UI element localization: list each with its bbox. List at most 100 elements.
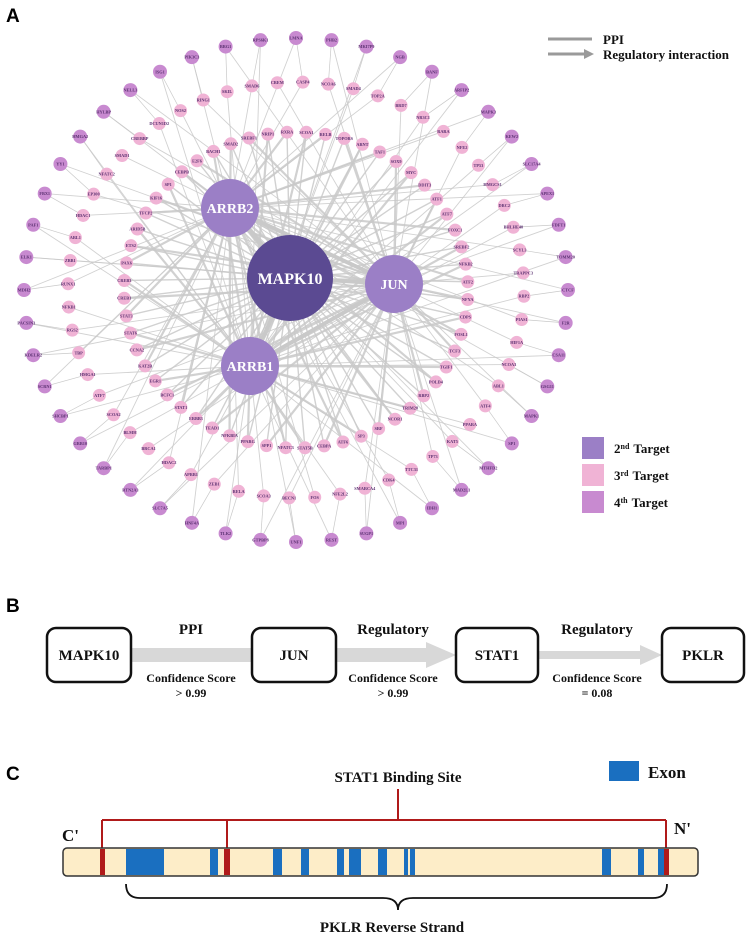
network-node-label: ATF7 [94,393,105,398]
network-node-label: NOS2 [175,108,186,113]
hub-node-mapk10 [247,235,333,321]
network-node-middle [63,254,77,268]
network-node-label: PAF1 [28,222,38,227]
network-node-label: HYLBP [96,109,111,114]
network-node-inner [440,207,454,221]
edge-score-label-1: Confidence Score [146,671,236,685]
network-node-middle [196,93,210,107]
network-edge [60,163,94,195]
network-edge [452,441,489,469]
network-node-outer [551,348,566,363]
network-edge [72,283,395,331]
network-node-outer [53,157,68,171]
network-node-middle [81,368,95,382]
fourth-target-swatch [582,491,604,513]
network-edge [191,207,231,523]
network-node-label: NFKB2 [459,262,473,267]
network-node-label: APEX1 [540,191,554,196]
edge-score-value-3: = 0.08 [582,686,613,700]
network-node-outer [289,31,303,45]
network-node-inner [161,177,175,191]
network-node-inner [458,310,472,324]
strand-left-end: C' [62,826,79,845]
network-edge [68,306,251,367]
network-node-label: RPS6K1 [253,38,269,43]
ppi-edge-band [130,648,252,662]
network-node-middle [257,489,271,503]
network-node-inner [448,344,462,358]
network-node-label: TTC31 [405,467,418,472]
second-target-node-jun [365,255,423,313]
network-node-label: BLMH [123,430,137,435]
network-node-middle [184,468,198,482]
network-node-inner [461,292,475,306]
network-node-middle [92,388,106,402]
second-target-node-arrb1 [221,337,279,395]
network-node-outer [481,104,496,119]
network-node-middle [107,408,121,422]
network-node-label: MAPK1 [524,414,539,419]
network-node-label: RING1 [197,97,210,102]
network-node-middle [87,187,101,201]
network-edge [167,183,252,367]
network-node-label: CDPS [460,315,472,320]
binding-site-label: STAT1 Binding Site [335,770,462,786]
regulatory-legend-arrowhead [584,49,594,59]
network-node-inner [280,125,294,139]
network-node-label: STAT5B [297,445,313,450]
network-node-inner [206,144,220,158]
third-target-swatch [582,464,604,486]
network-node-label: TARBP1 [95,466,111,471]
network-node-outer [218,526,233,541]
network-node-label: RUNX1 [61,281,76,286]
network-edge [136,228,251,367]
network-node-inner [148,374,162,388]
network-node-label: SREBF2 [453,244,469,249]
pathway-node-box-stat1 [454,626,540,684]
network-node-label: FOS [311,495,320,500]
network-node-label: TOMM20 [556,255,575,260]
network-node-label: MPI [396,520,405,525]
network-node-middle [282,491,296,505]
network-node-outer [184,515,199,530]
binding-site-markers [100,849,669,875]
network-edge [130,462,170,491]
network-node-inner [139,206,153,220]
second-target-swatch [582,437,604,459]
network-node-inner [174,400,188,414]
network-node-middle [245,79,259,93]
network-edge [249,256,566,367]
network-node-label: TRIM28 [402,406,418,411]
network-node-middle [115,148,129,162]
regulatory-edge-band-2 [538,651,642,659]
network-node-inner [439,360,453,374]
network-edge [229,37,297,209]
network-edge [377,57,401,96]
network-node-label: TEAD1 [205,425,219,430]
network-edge [251,40,261,86]
binding-site-marker [664,849,669,875]
network-node-outer [481,461,496,476]
network-edge [103,432,131,469]
gene-structure: Exon STAT1 Binding Site C' N' PKLR Rever… [62,761,699,936]
network-node-middle [394,98,408,112]
network-node-label: POLD4 [429,379,444,384]
exon-block [337,849,344,875]
network-node-label: STAT3 [120,313,133,318]
network-node-label: CREBBP [131,136,149,141]
network-node-label: REST [326,537,337,542]
network-node-label: RGS2 [67,328,78,333]
network-edge [229,184,493,209]
network-edge [485,405,513,444]
network-node-outer [96,104,111,119]
network-node-outer [324,532,339,547]
network-node-inner [260,439,274,453]
network-edge [44,374,88,387]
network-edge [225,491,239,534]
network-edge [393,283,434,457]
network-node-label: ATF6 [338,439,349,444]
network-node-label: RARA [437,129,450,134]
network-edge [323,283,396,447]
network-edge [411,469,433,509]
